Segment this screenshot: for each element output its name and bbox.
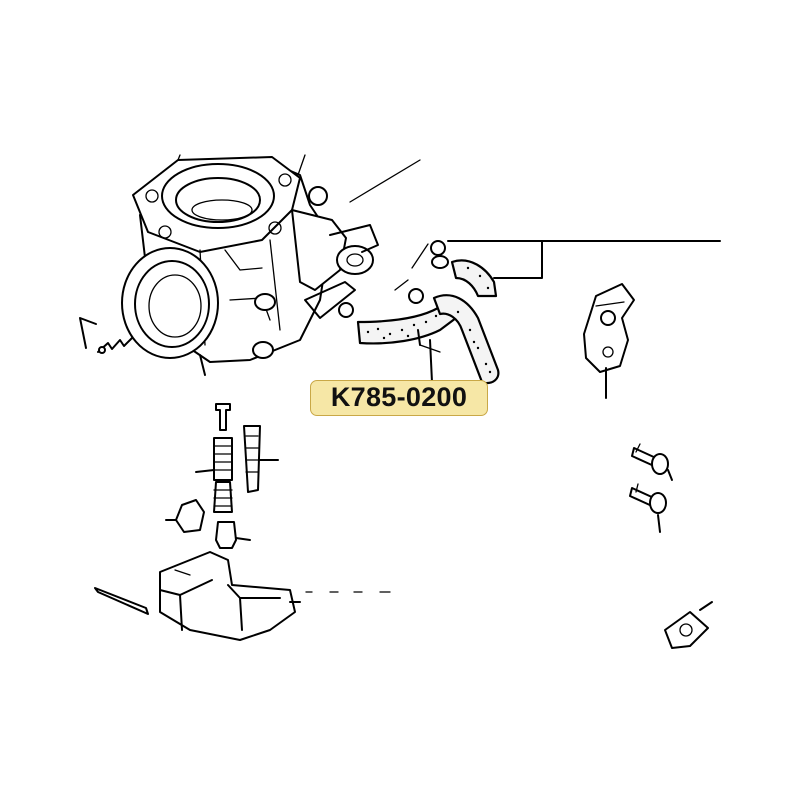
carburetor-body: [121, 154, 421, 376]
fuel-hose-assembly: [338, 240, 721, 385]
part-number-label: K785-0200: [310, 380, 488, 416]
idle-screw-spring: [79, 317, 133, 354]
